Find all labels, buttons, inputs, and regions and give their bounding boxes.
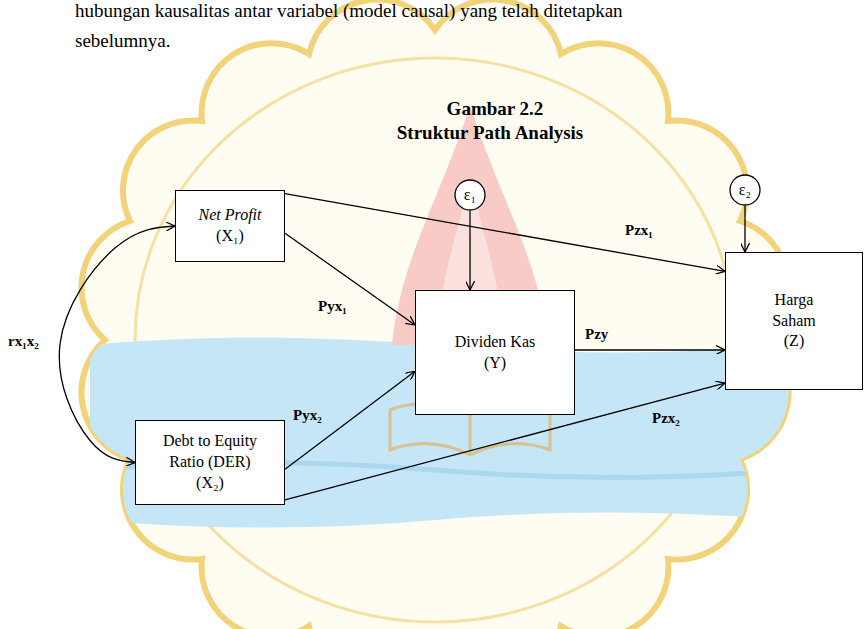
- logo-book-spine: [469, 415, 472, 455]
- variable-symbol: (X₂): [196, 473, 224, 494]
- path-coefficient: Pzy: [585, 326, 608, 343]
- logo-outline: [81, 0, 788, 629]
- variable-box: Harga Saham(Z): [725, 252, 863, 390]
- node-name: Harga Saham: [759, 290, 829, 332]
- error-term-circle: ε₁: [454, 179, 486, 211]
- body-text: hubungan kausalitas antar variabel (mode…: [75, 0, 623, 22]
- path-arrow: [285, 371, 415, 469]
- variable-symbol: (Z): [784, 331, 804, 352]
- path-coefficient: Pzx₁: [625, 222, 653, 239]
- variable-symbol: (Y): [484, 353, 506, 374]
- path-arrow: [285, 233, 415, 325]
- variable-box: Dividen Kas(Y): [415, 290, 575, 415]
- path-arrow: [469, 211, 470, 290]
- node-name: ε₁: [464, 185, 476, 206]
- path-coefficient: Pzx₂: [652, 410, 680, 427]
- node-name: ε₂: [739, 180, 751, 201]
- figure-title: Gambar 2.2: [0, 98, 866, 120]
- error-term-circle: ε₂: [729, 174, 761, 206]
- path-coefficient: Pyx₂: [293, 407, 322, 424]
- variable-symbol: (X₁): [216, 226, 244, 247]
- variable-box: Net Profit(X₁): [175, 190, 285, 262]
- node-name: Net Profit: [199, 205, 262, 226]
- variable-box: Debt to Equity Ratio (DER)(X₂): [135, 420, 285, 505]
- path-coefficient: Pyx₁: [318, 298, 347, 315]
- figure-caption: Struktur Path Analysis: [0, 122, 866, 144]
- path-coefficient: rx₁x₂: [8, 333, 39, 350]
- path-arrow: [575, 349, 725, 350]
- path-arrow: [744, 206, 745, 252]
- body-text: sebelumnya.: [75, 30, 171, 52]
- node-name: Dividen Kas: [455, 332, 535, 353]
- node-name: Debt to Equity Ratio (DER): [145, 431, 275, 473]
- path-arrow: [285, 194, 725, 272]
